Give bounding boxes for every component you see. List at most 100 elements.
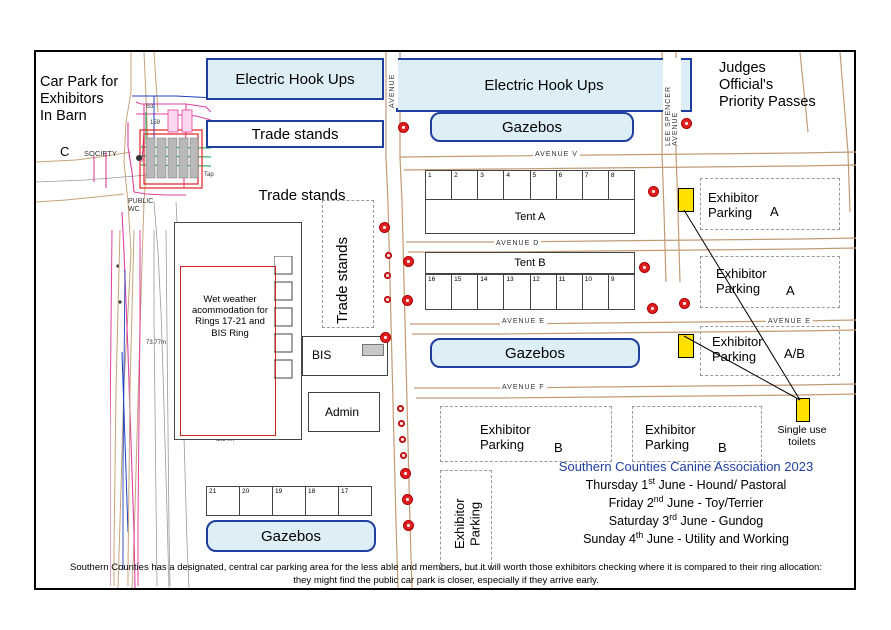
society-label: SOCIETY <box>84 149 117 158</box>
fire-point-icon <box>402 494 413 505</box>
gazebos-bottom-label: Gazebos <box>260 527 322 545</box>
exhibitor-parking-ab-zone <box>700 326 840 376</box>
title-heading: Southern Counties Canine Association 202… <box>558 459 814 474</box>
car-park-label: Car Park for Exhibitors In Barn <box>40 74 119 125</box>
trade-stands-vertical-label: Trade stands <box>334 237 351 324</box>
exhibitor-parking-a2-zone-letter: A <box>786 283 795 298</box>
gazebos-middle: Gazebos <box>430 338 640 368</box>
site-note-b3: B3 <box>146 104 154 110</box>
electric-hook-ups-right: Electric Hook Ups <box>396 58 692 112</box>
ring-cell: 21 <box>207 487 240 515</box>
ring-cell: 18 <box>306 487 339 515</box>
trade-stands-vertical-zone <box>322 200 374 328</box>
avenue-e-right-label: AVENUE E <box>766 318 813 325</box>
admin-label: Admin <box>325 405 360 419</box>
fire-point-icon <box>379 222 390 233</box>
building-bays <box>274 256 293 379</box>
site-note-43-24m: 43.24m <box>214 437 235 443</box>
title-block: Southern Counties Canine Association 202… <box>540 458 832 548</box>
ring-cell: 19 <box>273 487 306 515</box>
exhibitor-parking-ab-label: Exhibitor Parking <box>712 334 763 365</box>
toilet-block-2 <box>678 334 694 358</box>
exhibitor-parking-a1-zone <box>700 178 840 230</box>
avenue-f-label: AVENUE F <box>500 384 547 391</box>
lower-survey-linework <box>110 230 171 586</box>
fire-point-icon <box>380 332 391 343</box>
tent-a-ring-row: 1 2 3 4 5 6 7 8 <box>425 170 635 200</box>
gazebos-top-label: Gazebos <box>501 118 563 136</box>
marker-c-label: C <box>60 144 70 159</box>
fire-point-icon <box>679 298 690 309</box>
ring-cell: 17 <box>341 488 349 495</box>
toilet-block-3 <box>796 398 810 422</box>
ring-cell: 7 <box>583 171 609 199</box>
trade-stands-middle-label: Trade stands <box>258 187 346 204</box>
exhibitor-parking-b1-zone <box>440 406 612 462</box>
electric-hook-ups-left-label: Electric Hook Ups <box>235 70 355 88</box>
lee-spencer-avenue-label: LEE SPENCER AVENUE <box>663 58 681 146</box>
ring-cell: 16 <box>426 275 453 309</box>
electric-hook-ups-right-label: Electric Hook Ups <box>484 76 604 94</box>
exhibitor-parking-a1-zone-letter: A <box>770 204 779 219</box>
exhibitor-parking-b1-label: Exhibitor Parking <box>480 422 531 453</box>
gazebos-top: Gazebos <box>430 112 634 142</box>
ring-cell: 13 <box>504 275 531 309</box>
bis-label: BIS <box>312 348 332 362</box>
tent-a-label: Tent A <box>514 210 546 223</box>
bottom-ring-row: 21 20 19 18 17 <box>206 486 372 516</box>
tent-b-label: Tent B <box>514 257 546 269</box>
ring-cell: 4 <box>504 171 531 199</box>
bis-fitting-icon <box>362 344 384 356</box>
gazebos-bottom: Gazebos <box>206 520 376 552</box>
title-line-2: Friday 2nd June - Toy/Terrier <box>608 493 764 510</box>
wet-weather-ring-outline <box>180 266 276 436</box>
fire-point-icon <box>400 452 407 459</box>
gazebos-middle-label: Gazebos <box>504 344 566 362</box>
exhibitor-parking-b2-zone <box>632 406 762 462</box>
toilet-block-1 <box>678 188 694 212</box>
exhibitor-parking-a1-label: Exhibitor Parking <box>708 190 759 221</box>
title-line-3: Saturday 3rd June - Gundog <box>608 511 764 528</box>
avenue-v-label: AVENUE V <box>533 151 580 158</box>
fire-point-icon <box>399 436 406 443</box>
fire-point-icon <box>681 118 692 129</box>
avenue-vertical-label: AVENUE <box>387 56 398 108</box>
fire-point-icon <box>384 272 391 279</box>
exhibitor-parking-b1-zone-letter: B <box>554 440 563 455</box>
trade-stands-top-label: Trade stands <box>251 125 339 143</box>
fire-point-icon <box>639 262 650 273</box>
title-line-4: Sunday 4th June - Utility and Working <box>583 529 789 546</box>
fire-point-icon <box>398 420 405 427</box>
fire-point-icon <box>403 256 414 267</box>
ring-cell: 3 <box>478 171 505 199</box>
ring-cell: 14 <box>478 275 505 309</box>
avenue-e-left-label: AVENUE E <box>500 318 547 325</box>
ring-cell: 9 <box>610 276 615 283</box>
electric-hook-ups-left: Electric Hook Ups <box>206 58 384 100</box>
ring-cell: 12 <box>531 275 557 309</box>
title-line-1: Thursday 1st June - Hound/ Pastoral <box>585 475 787 492</box>
fire-point-icon <box>398 122 409 133</box>
wet-weather-label: Wet weather acommodation for Rings 17-21… <box>191 294 269 339</box>
judges-passes-label: Judges Official's Priority Passes <box>719 60 816 111</box>
ring-cell: 2 <box>452 171 479 199</box>
ring-cell: 5 <box>531 171 557 199</box>
ring-cell: 20 <box>240 487 273 515</box>
exhibitor-parking-vertical-zone <box>440 470 492 570</box>
single-use-toilet-leaders <box>683 209 801 401</box>
ring-cell: 11 <box>557 275 583 309</box>
fire-point-icon <box>402 295 413 306</box>
exhibitor-parking-b2-label: Exhibitor Parking <box>645 422 696 453</box>
single-use-toilets-label: Single use toilets <box>777 424 827 449</box>
fire-point-icon <box>397 405 404 412</box>
fire-point-icon <box>648 186 659 197</box>
public-wc-label: PUBLIC WC <box>128 198 154 214</box>
ring-cell: 6 <box>557 171 583 199</box>
ring-cell: 1 <box>426 171 453 199</box>
admin-box <box>308 392 380 432</box>
fire-point-icon <box>384 296 391 303</box>
tent-b-ring-row: 16 15 14 13 12 11 10 9 <box>425 274 635 310</box>
footnote: Southern Counties has a designated, cent… <box>70 562 822 586</box>
avenue-d-label: AVENUE D <box>494 240 542 247</box>
